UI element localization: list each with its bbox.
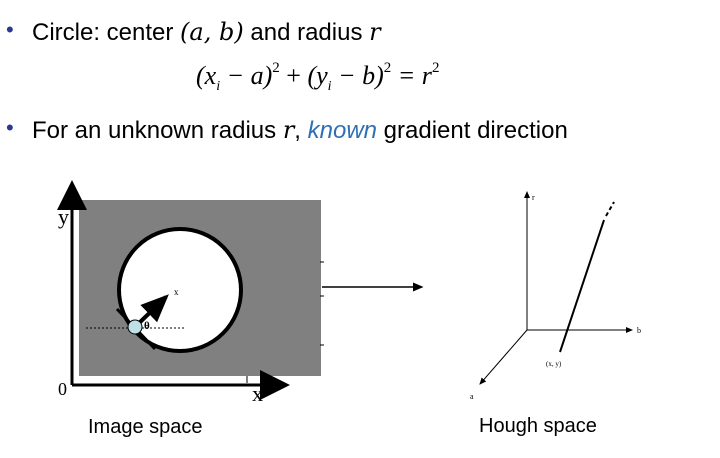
eq-sup3: 2 [431, 60, 440, 76]
eq-plus: + [279, 61, 308, 90]
a-axis-label: a [470, 392, 474, 401]
origin-label: 0 [58, 379, 67, 399]
b-axis-label: b [637, 326, 641, 335]
gradient-arrow [134, 294, 169, 328]
eq-term1: (x [196, 61, 217, 90]
eq-equals: = r [391, 61, 432, 90]
radius-variable: r [369, 18, 381, 46]
bullet-prefix: For an unknown radius [32, 117, 283, 144]
image-space-panel: y x 0 x θ [57, 180, 324, 406]
hough-space-caption: Hough space [479, 415, 597, 437]
bullet-suffix: gradient direction [377, 117, 568, 144]
bullet-dot: • [6, 17, 14, 42]
hough-line-dashed [605, 201, 615, 217]
circle-equation: (xi − a)2 + (yi − b)2 = r2 [196, 60, 439, 95]
a-axis [479, 329, 528, 385]
eq-sub1: i [216, 79, 221, 94]
bullet-dot: • [6, 115, 14, 140]
x-axis-label: x [252, 381, 263, 406]
edge-point [127, 319, 143, 335]
eq-sub2: i [327, 79, 332, 94]
bullet-prefix: Circle: center [32, 19, 181, 46]
eq-sup1: 2 [272, 60, 280, 76]
center-variable: (a, b) [180, 18, 244, 46]
eq-term2: (y [307, 61, 328, 90]
bullet-comma: , [294, 117, 308, 144]
known-word: known [307, 117, 378, 144]
radius-variable: r [282, 116, 295, 144]
image-space-caption: Image space [88, 416, 203, 438]
bullet-text: Circle: center (a, b) and radius r [32, 18, 381, 47]
y-axis-label: y [58, 204, 69, 229]
bullet-text: For an unknown radius r, known gradient … [32, 116, 568, 145]
point-label: (x, y) [546, 360, 562, 368]
r-axis-label: r [532, 193, 535, 202]
hough-line [559, 219, 605, 353]
theta-label: θ [144, 320, 150, 332]
center-mark: x [174, 287, 179, 297]
eq-sup2: 2 [383, 60, 392, 76]
eq-term1-rest: − a) [220, 61, 273, 90]
hough-space-panel: r b a (x, y) [470, 191, 641, 401]
bullet-middle: and radius [243, 19, 370, 46]
eq-term2-rest: − b) [331, 61, 384, 90]
